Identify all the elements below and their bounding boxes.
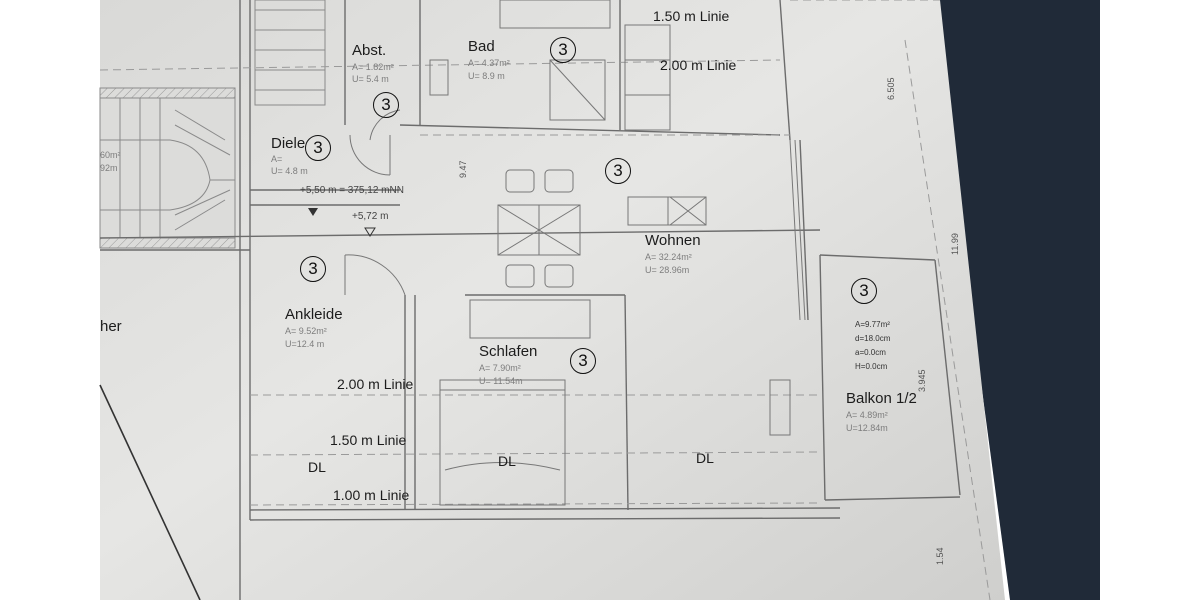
- balcony-frame: [789, 139, 806, 321]
- marker-abst: 3: [373, 92, 399, 118]
- left-margin: [0, 0, 100, 600]
- balkon-spec-height: H=0.0cm: [855, 362, 888, 371]
- room-area-abst: A= 1.82m²: [352, 62, 394, 72]
- dl-label-center: DL: [498, 453, 516, 469]
- walls: [99, 0, 961, 600]
- room-area-ankleide: A= 9.52m²: [285, 326, 327, 336]
- dimension-2: 6.505: [886, 77, 896, 100]
- dimension-1: 9.47: [458, 160, 468, 178]
- dl-label-right: DL: [696, 450, 714, 466]
- height-line-mid-200: 2.00 m Linie: [337, 376, 414, 392]
- balkon-spec-thickness: d=18.0cm: [855, 334, 891, 343]
- dimension-3: 11.99: [950, 233, 960, 255]
- room-name-ankleide: Ankleide: [285, 306, 343, 323]
- room-name-bad: Bad: [468, 38, 495, 55]
- room-perimeter-wohnen: U= 28.96m: [645, 265, 690, 275]
- elevation-marker-1: [308, 208, 318, 216]
- elevation-label-2: +5,72 m: [352, 211, 389, 222]
- elevation-label-1: +5,50 m = 375,12 mNN: [300, 185, 404, 196]
- room-perimeter-ankleide: U=12.4 m: [285, 339, 325, 349]
- room-name-abst: Abst.: [352, 42, 387, 59]
- dining-table: [497, 169, 581, 288]
- room-perimeter-balkon: U=12.84m: [846, 423, 888, 433]
- room-perimeter-bad: U= 8.9 m: [468, 71, 505, 81]
- room-area-balkon: A= 4.89m²: [846, 410, 888, 420]
- height-lines: [99, 0, 991, 600]
- height-line-mid-150: 1.50 m Linie: [330, 432, 407, 448]
- height-line-bot-100: 1.00 m Linie: [333, 487, 410, 503]
- room-name-diele: Diele: [271, 135, 306, 152]
- upper-stairs: [254, 0, 326, 106]
- left-fragment-perimeter: 92m: [100, 163, 118, 173]
- room-area-bad: A= 4.37m²: [468, 58, 510, 68]
- elevation-marker-2: [364, 227, 376, 237]
- marker-balkon: 3: [851, 278, 877, 304]
- room-name-balkon: Balkon 1/2: [846, 390, 917, 407]
- room-name-wohnen: Wohnen: [645, 232, 701, 249]
- height-line-top-200: 2.00 m Linie: [660, 57, 737, 73]
- diagonal-line: [99, 384, 201, 600]
- room-perimeter-diele: U= 4.8 m: [271, 166, 308, 176]
- left-fragment-area: 60m²: [100, 150, 121, 160]
- balkon-spec-area: A=9.77m²: [855, 320, 890, 329]
- marker-bad: 3: [550, 37, 576, 63]
- right-margin: [1100, 0, 1200, 600]
- dimension-4: 3.945: [917, 369, 927, 392]
- marker-ankleide: 3: [300, 256, 326, 282]
- height-line-top-150: 1.50 m Linie: [653, 8, 730, 24]
- marker-diele: 3: [305, 135, 331, 161]
- dl-label-left: DL: [308, 459, 326, 475]
- balkon-spec-offset: a=0.0cm: [855, 348, 886, 357]
- kitchen-unit: [627, 196, 707, 226]
- dark-background: [930, 0, 1100, 600]
- dimension-5: 1.54: [935, 547, 945, 565]
- marker-wohnen: 3: [605, 158, 631, 184]
- room-name-schlafen: Schlafen: [479, 343, 538, 360]
- room-area-diele: A=: [271, 154, 283, 164]
- doors: [344, 109, 406, 296]
- marker-schlafen: 3: [570, 348, 596, 374]
- left-fragment-room: her: [100, 318, 122, 335]
- bed: [439, 299, 591, 506]
- room-perimeter-schlafen: U= 11.54m: [479, 376, 523, 386]
- bathroom-fixtures: [429, 0, 791, 436]
- room-area-wohnen: A= 32.24m²: [645, 252, 692, 262]
- room-area-schlafen: A= 7.90m²: [479, 363, 521, 373]
- room-perimeter-abst: U= 5.4 m: [352, 74, 389, 84]
- staircase: [99, 87, 236, 249]
